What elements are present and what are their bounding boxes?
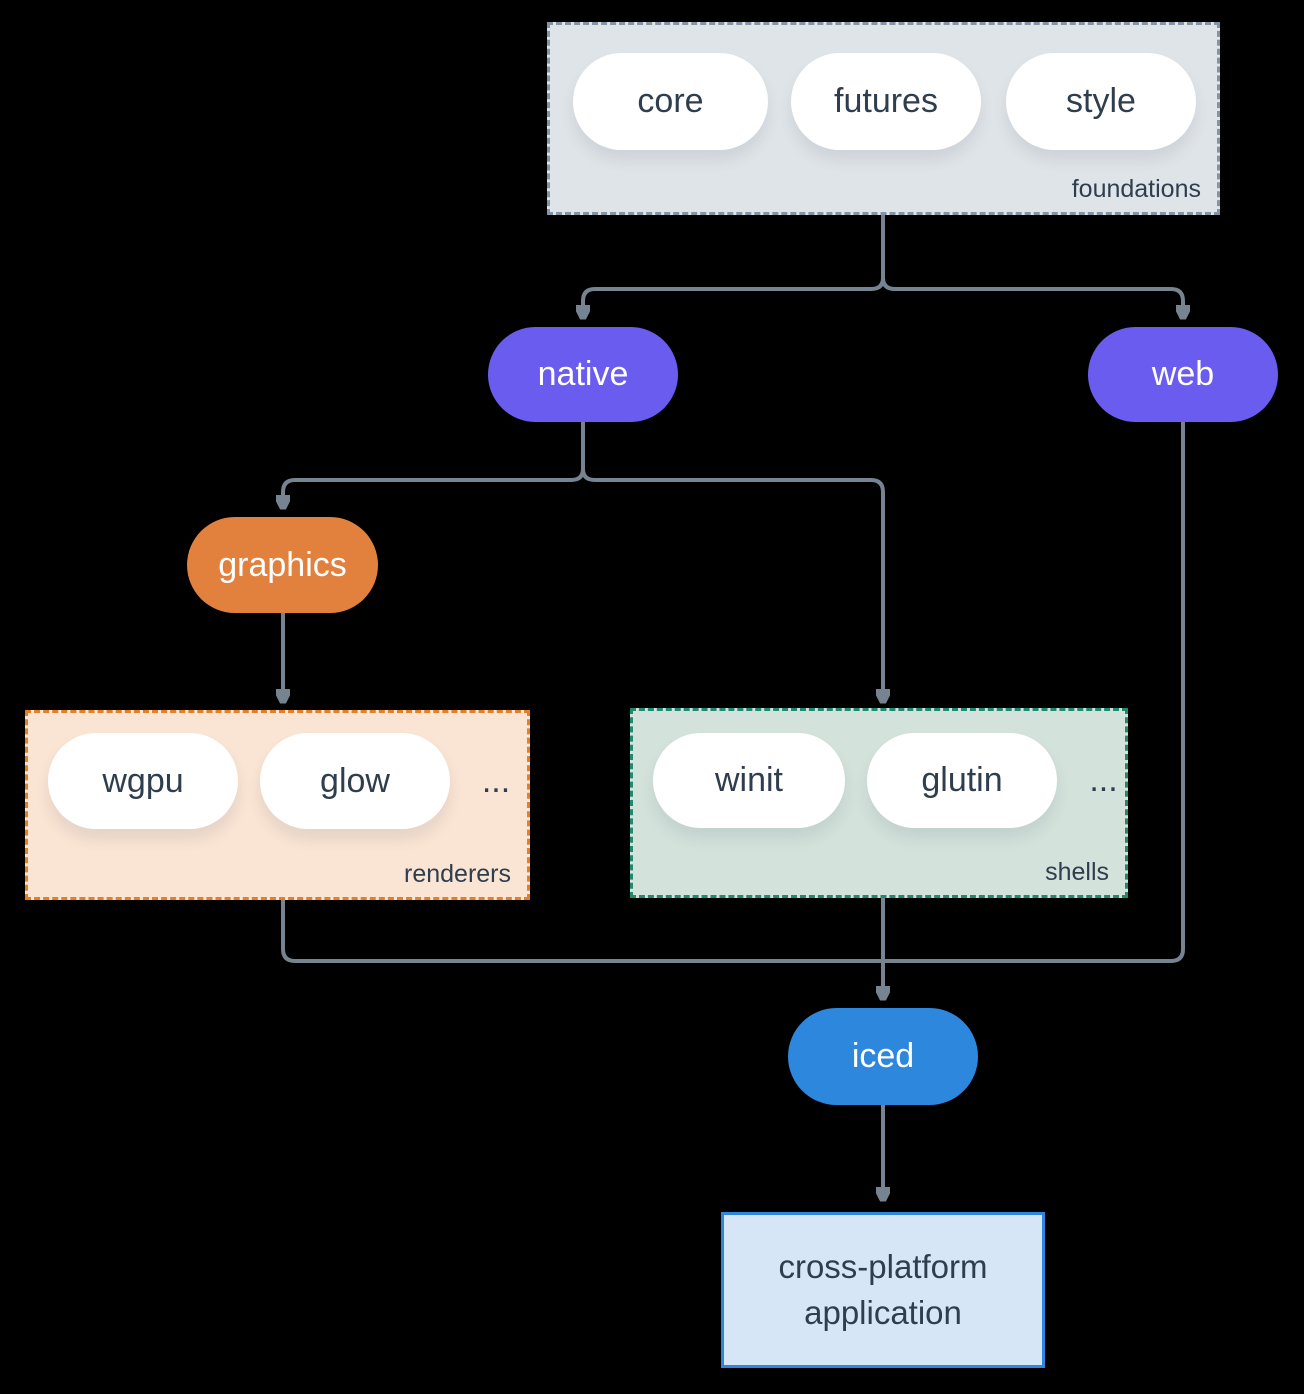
node-cross-platform-application: cross-platform application: [721, 1212, 1045, 1368]
group-label-foundations: foundations: [1071, 175, 1201, 203]
edge-foundations-native: [583, 215, 885, 316]
edge-foundations-web: [881, 215, 1183, 316]
node-glow: glow: [260, 733, 450, 829]
application-label-line2: application: [804, 1294, 962, 1331]
node-wgpu: wgpu: [48, 733, 238, 829]
group-foundations: core futures style foundations: [547, 22, 1220, 215]
more-shells-ellipsis: ...: [1089, 761, 1118, 799]
node-graphics: graphics: [187, 517, 378, 613]
more-renderers-ellipsis: ...: [481, 761, 511, 800]
node-style: style: [1006, 53, 1196, 150]
group-shells: winit glutin ... shells: [630, 708, 1128, 898]
edge-native-shells: [581, 422, 883, 700]
node-core: core: [573, 53, 768, 150]
group-label-shells: shells: [1045, 858, 1109, 886]
edge-renderers-merge: [281, 900, 883, 963]
edge-native-graphics: [283, 422, 585, 506]
group-label-renderers: renderers: [404, 860, 511, 888]
node-winit: winit: [653, 733, 845, 828]
application-label-line1: cross-platform: [778, 1248, 988, 1285]
node-iced: iced: [788, 1008, 978, 1105]
node-glutin: glutin: [867, 733, 1057, 828]
group-renderers: wgpu glow ... renderers: [25, 710, 530, 900]
edge-web-merge: [883, 422, 1185, 963]
node-web: web: [1088, 327, 1278, 422]
node-futures: futures: [791, 53, 981, 150]
node-native: native: [488, 327, 678, 422]
